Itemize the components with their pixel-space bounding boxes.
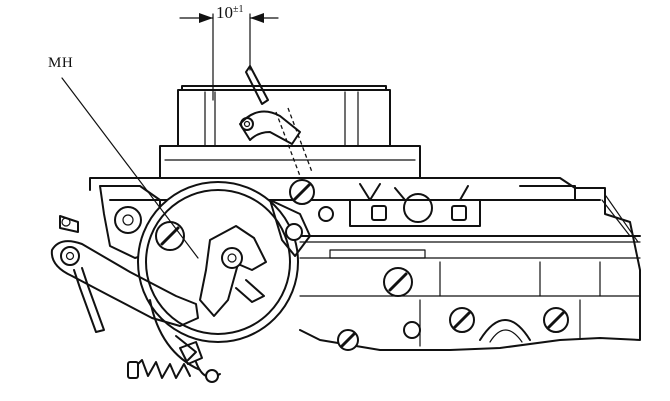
dimension-tolerance: ±1 bbox=[233, 4, 244, 15]
choke-housing bbox=[137, 181, 311, 343]
lower-base bbox=[419, 299, 581, 347]
throttle-lever bbox=[50, 240, 221, 383]
dimension-value: 10 bbox=[216, 3, 233, 22]
mh-callout-label: MH bbox=[48, 55, 74, 71]
mh-leader-line bbox=[61, 77, 199, 259]
choke-lever bbox=[239, 65, 313, 177]
spring bbox=[127, 341, 203, 379]
air-horn bbox=[159, 85, 421, 179]
linkage-bracket bbox=[59, 185, 161, 259]
vent-block bbox=[349, 193, 481, 227]
thermostat-lever bbox=[199, 225, 267, 317]
dimension-label: 10±1 bbox=[216, 4, 244, 21]
screws bbox=[289, 179, 569, 351]
